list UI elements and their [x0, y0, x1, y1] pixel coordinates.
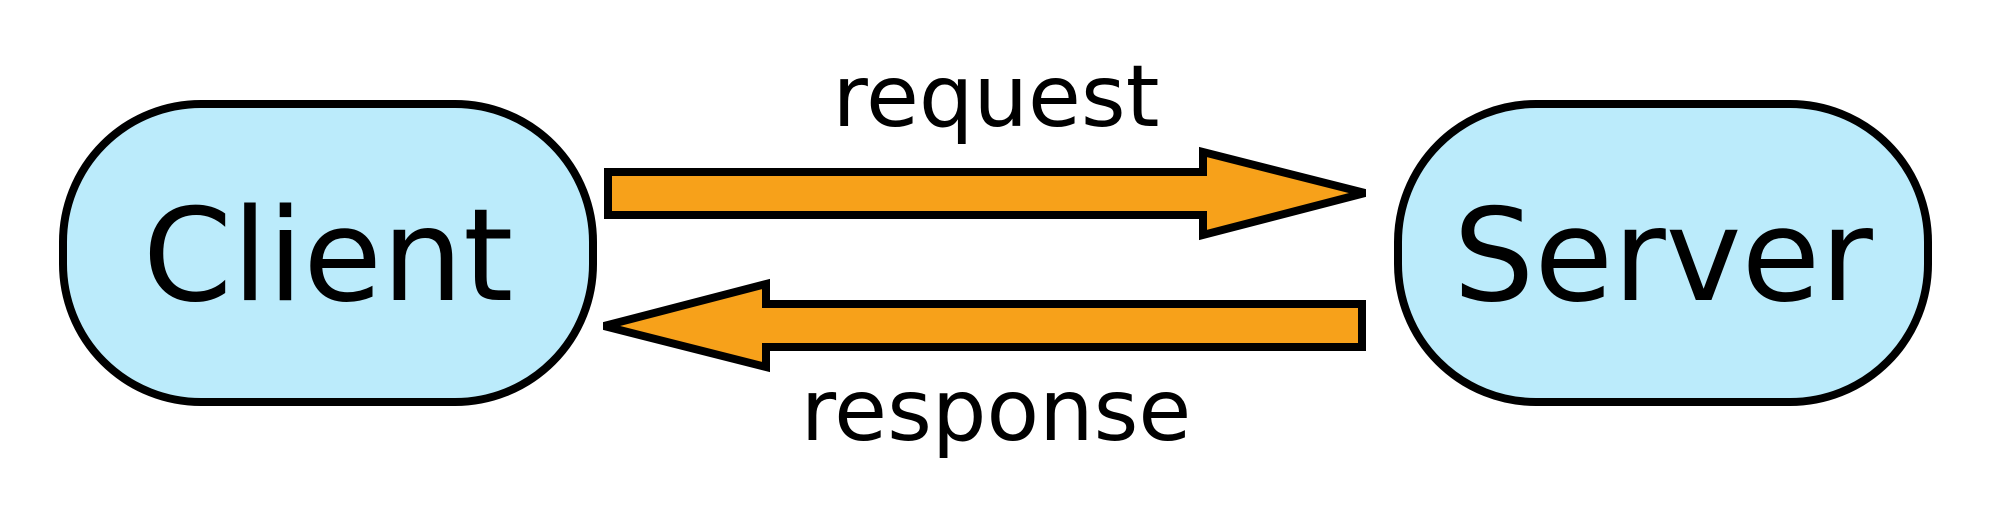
- request-label: request: [833, 47, 1160, 147]
- response-arrow: [602, 278, 1366, 373]
- response-label: response: [801, 361, 1192, 461]
- response-edge: response: [602, 278, 1366, 461]
- server-node: Server: [1394, 100, 1932, 406]
- request-edge: request: [604, 47, 1367, 241]
- server-node-label: Server: [1453, 182, 1873, 331]
- client-node: Client: [59, 100, 597, 406]
- server-node-box: [1394, 100, 1932, 406]
- request-arrow: [604, 146, 1367, 241]
- client-node-box: [59, 100, 597, 406]
- client-node-label: Client: [143, 182, 514, 331]
